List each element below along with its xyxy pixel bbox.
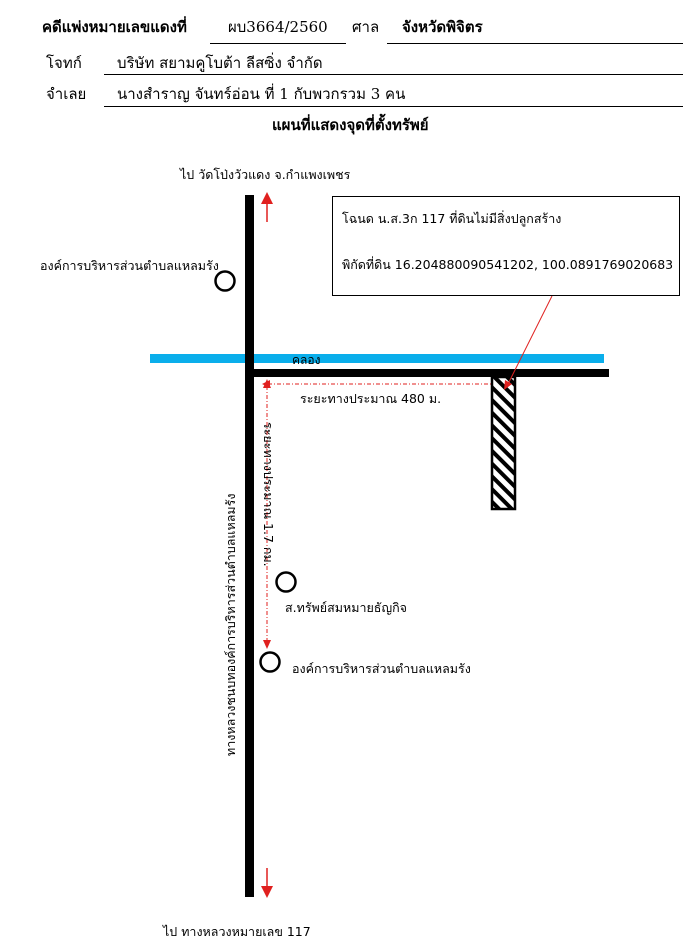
land-office-label: ส.ทรัพย์สมหมายธัญกิจ <box>285 600 407 615</box>
sao-bottom-marker <box>259 651 281 673</box>
main-road <box>245 195 254 897</box>
defendant-label: จำเลย <box>46 85 87 103</box>
canal <box>150 354 604 363</box>
to-south-label: ไป ทางหลวงหมายเลข 117 <box>163 924 311 939</box>
plaintiff-label: โจทก์ <box>46 54 82 72</box>
sao-top-marker <box>214 270 236 292</box>
case-number: ผบ3664/2560 <box>228 18 328 36</box>
land-coordinates-text: พิกัดที่ดิน 16.204880090541202, 100.0891… <box>342 257 674 272</box>
south-distance-arrow-top <box>263 379 271 388</box>
case-number-underline <box>210 43 346 44</box>
court-underline <box>387 43 683 44</box>
court-label: ศาล <box>352 18 380 36</box>
case-label: คดีแพ่งหมายเลขแดงที่ <box>42 18 187 36</box>
sao-top-label: องค์การบริหารส่วนตำบลแหลมรัง <box>40 258 219 273</box>
east-distance-label: ระยะทางประมาณ 480 ม. <box>300 391 442 406</box>
east-road <box>245 369 609 377</box>
leader-arrow <box>504 380 512 390</box>
road-name-label: ทางหลวงชนบทองค์การบริหารส่วนตำบลแหลมรัง <box>223 493 238 756</box>
canal-label: คลอง <box>292 353 321 367</box>
to-north-label: ไป วัดโป่งวัวแดง จ.กำแพงเพชร <box>180 167 351 182</box>
south-distance-label: ระยะทางประมาณ 1.7 กม. <box>261 422 276 567</box>
land-deed-text: โฉนด น.ส.3ก 117 ที่ดินไม่มีสิ่งปลูกสร้าง <box>342 211 562 226</box>
land-office-marker <box>275 571 297 593</box>
sao-bottom-label: องค์การบริหารส่วนตำบลแหลมรัง <box>292 661 471 676</box>
map-title: แผนที่แสดงจุดที่ตั้งทรัพย์ <box>272 116 429 134</box>
land-parcel <box>490 375 517 511</box>
leader-line <box>507 295 553 385</box>
defendant-underline <box>104 106 683 107</box>
south-distance-arrow-bottom <box>263 640 271 649</box>
plaintiff-value: บริษัท สยามคูโบต้า ลีสซิ่ง จำกัด <box>117 54 323 72</box>
land-info-box: โฉนด น.ส.3ก 117 ที่ดินไม่มีสิ่งปลูกสร้าง… <box>332 196 680 296</box>
plaintiff-underline <box>104 74 683 75</box>
defendant-value: นางสำราญ จันทร์อ่อน ที่ 1 กับพวกรวม 3 คน <box>117 85 406 103</box>
court-value: จังหวัดพิจิตร <box>402 18 483 36</box>
